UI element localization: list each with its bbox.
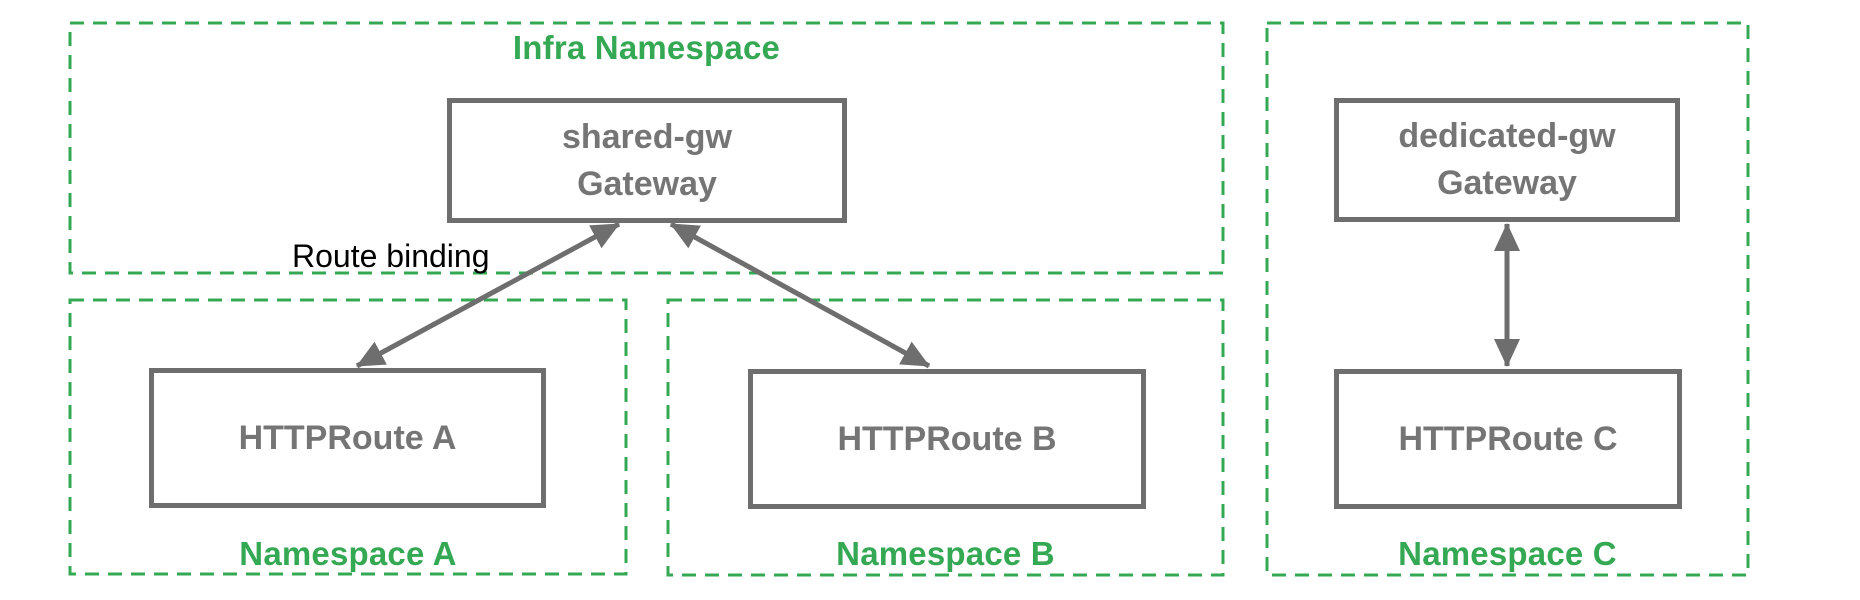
httproute-b-label: HTTPRoute B [837,419,1057,458]
shared-gw-gateway-node: shared-gw Gateway [447,98,847,223]
infra-namespace-border [68,21,1225,275]
namespace-a-label: Namespace A [239,535,457,572]
dedicated-gw-kind: Gateway [1437,164,1577,202]
namespace-b-label: Namespace B [836,535,1055,572]
namespace-b-border [666,298,1225,577]
httproute-c-label: HTTPRoute C [1398,419,1618,458]
arrow-route-b-to-shared-gw [669,221,931,369]
dedicated-gw-name: dedicated-gw [1398,117,1616,155]
dedicated-gw-gateway-node: dedicated-gw Gateway [1334,98,1680,222]
httproute-a-label: HTTPRoute A [238,418,457,457]
namespace-a-border [68,298,628,576]
httproute-c-node: HTTPRoute C [1334,369,1682,509]
namespace-c-border [1265,21,1750,577]
route-binding-annotation: Route binding [292,238,490,274]
namespace-c-label: Namespace C [1398,535,1617,572]
infra-namespace-label: Infra Namespace [512,29,781,66]
arrow-route-a-to-shared-gw [355,221,621,369]
httproute-a-node: HTTPRoute A [149,368,546,508]
httproute-b-node: HTTPRoute B [748,369,1146,509]
shared-gw-kind: Gateway [577,164,717,203]
shared-gw-name: shared-gw [561,117,733,156]
